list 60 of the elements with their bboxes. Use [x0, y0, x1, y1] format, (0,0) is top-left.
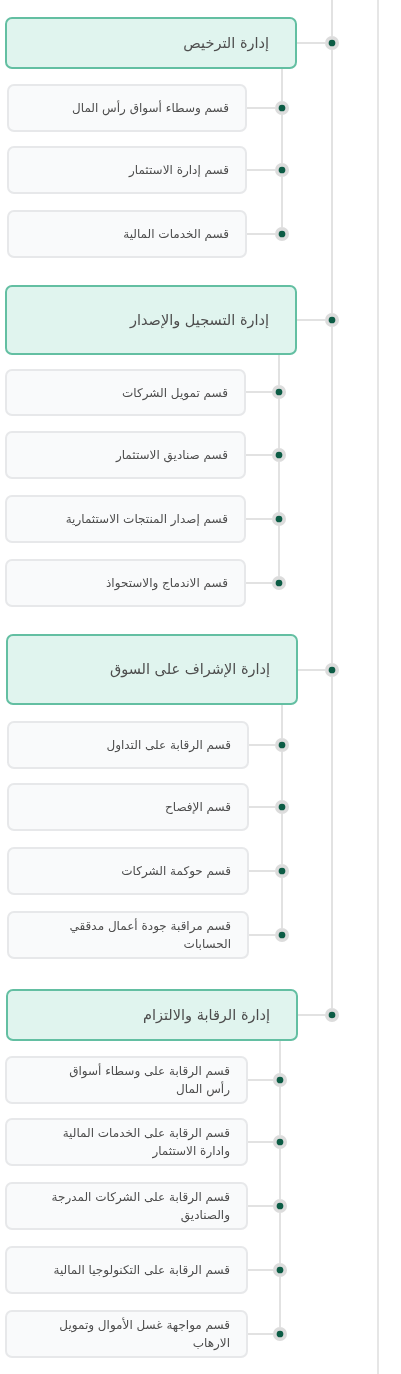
junction-dot: [275, 163, 289, 177]
department-box: [6, 989, 298, 1041]
section-box: [7, 911, 249, 959]
section-name: قسم الرقابة على الخدمات المالية وادارة الاستثمار: [61, 1125, 230, 1160]
section-box: [7, 84, 247, 132]
junction-dot: [272, 576, 286, 590]
section-name: قسم الرقابة على وسطاء أسواق رأس المال: [68, 1062, 230, 1098]
department-name: إدارة الترخيص: [183, 33, 269, 54]
section-box: [5, 1310, 248, 1358]
section-name: قسم الرقابة على الشركات المدرجة والصناديق: [50, 1189, 230, 1224]
department-box: [6, 634, 298, 705]
section-box: [7, 721, 249, 769]
junction-dot: [275, 800, 289, 814]
section-name: قسم الرقابة على التكنولوجيا المالية: [53, 1262, 230, 1279]
department-box: [5, 17, 297, 69]
section-box: [5, 495, 246, 543]
junction-dot: [273, 1263, 287, 1277]
junction-dot: [325, 313, 339, 327]
section-name: قسم الرقابة على التداول: [106, 737, 231, 754]
junction-dot: [275, 101, 289, 115]
junction-dot: [275, 738, 289, 752]
department-name: إدارة التسجيل والإصدار: [129, 310, 269, 331]
department-name: إدارة الرقابة والالتزام: [142, 1005, 270, 1026]
section-name: قسم حوكمة الشركات: [121, 863, 231, 880]
junction-dot: [273, 1327, 287, 1341]
section-name: قسم إدارة الاستثمار: [129, 162, 229, 179]
section-box: [5, 1056, 248, 1104]
section-box: [5, 431, 246, 479]
section-name: قسم الاندماج والاستحواذ: [106, 575, 228, 592]
section-box: [5, 1118, 248, 1166]
section-box: [5, 559, 246, 607]
section-box: [5, 1246, 248, 1294]
section-box: [7, 146, 247, 194]
junction-dot: [273, 1135, 287, 1149]
junction-dot: [273, 1073, 287, 1087]
section-name: قسم وسطاء أسواق رأس المال: [72, 99, 229, 117]
section-box: [7, 210, 247, 258]
section-name: قسم مواجهة غسل الأموال وتمويل الارهاب: [58, 1316, 230, 1352]
junction-dot: [275, 864, 289, 878]
section-box: [7, 847, 249, 895]
section-box: [5, 369, 246, 416]
section-name: قسم إصدار المنتجات الاستثمارية: [65, 511, 228, 528]
section-box: [7, 783, 249, 831]
junction-dot: [325, 1008, 339, 1022]
department-name: إدارة الإشراف على السوق: [109, 660, 270, 680]
section-name: قسم الإفصاح: [165, 799, 231, 816]
department-box: [5, 285, 297, 355]
junction-dot: [325, 663, 339, 677]
section-name: قسم مراقبة جودة أعمال مدققي الحسابات: [68, 917, 231, 953]
junction-dot: [272, 512, 286, 526]
junction-dot: [272, 448, 286, 462]
section-name: قسم تمويل الشركات: [122, 384, 228, 402]
section-name: قسم صناديق الاستثمار: [115, 447, 228, 464]
junction-dot: [272, 385, 286, 399]
section-box: [5, 1182, 248, 1230]
junction-dot: [325, 36, 339, 50]
section-name: قسم الخدمات المالية: [123, 226, 229, 243]
junction-dot: [275, 227, 289, 241]
junction-dot: [275, 928, 289, 942]
junction-dot: [273, 1199, 287, 1213]
